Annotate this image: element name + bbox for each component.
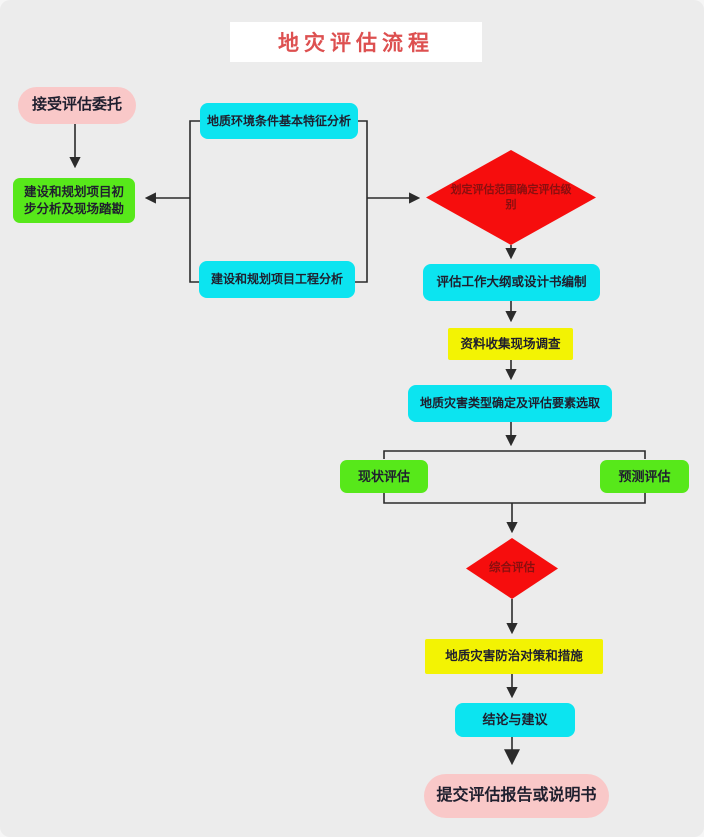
edge-merge-bracket [383, 493, 646, 504]
node-conclusion: 结论与建议 [455, 703, 575, 737]
node-current-assessment: 现状评估 [340, 460, 428, 493]
title-banner: 地灾评估流程 [230, 22, 482, 62]
node-comprehensive-assessment: 综合评估 [466, 538, 558, 599]
node-start: 接受评估委托 [18, 87, 136, 124]
edge-split-bracket [383, 450, 646, 459]
node-submit-report: 提交评估报告或说明书 [424, 774, 609, 818]
node-prediction-assessment: 预测评估 [600, 460, 689, 493]
node-data-collection: 资料收集现场调查 [448, 328, 573, 360]
node-work-outline: 评估工作大纲或设计书编制 [423, 264, 600, 301]
node-type-selection: 地质灾害类型确定及评估要素选取 [408, 385, 612, 422]
page-title: 地灾评估流程 [278, 31, 434, 55]
node-preliminary-analysis: 建设和规划项目初步分析及现场踏勘 [13, 178, 135, 223]
node-project-engineering-analysis: 建设和规划项目工程分析 [199, 261, 355, 298]
node-countermeasures: 地质灾害防治对策和措施 [425, 639, 603, 674]
edge-left-bracket [189, 120, 200, 283]
node-geo-environment-analysis: 地质环境条件基本特征分析 [200, 103, 358, 139]
edge-right-bracket [355, 120, 368, 283]
node-scope-level-decision: 划定评估范围确定评估级别 [426, 150, 596, 245]
